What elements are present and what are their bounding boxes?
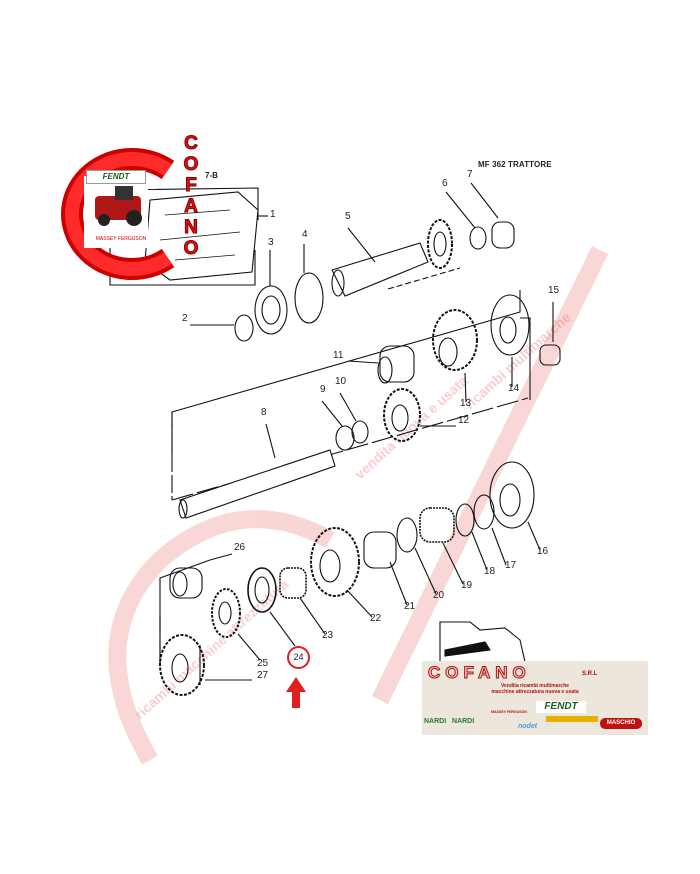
brand-maschio: MASCHIO	[600, 718, 642, 729]
callout-3[interactable]: 3	[268, 237, 274, 248]
fendt-badge: FENDT	[86, 170, 146, 184]
brand-massey-ferguson: MASSEY FERGUSON	[491, 710, 527, 714]
callout-6[interactable]: 6	[442, 178, 448, 189]
brand-yellow-logo	[546, 716, 598, 722]
highlighted-part-callout[interactable]: 24	[287, 646, 310, 669]
callout-21[interactable]: 21	[404, 601, 416, 612]
callout-7[interactable]: 7	[467, 169, 473, 180]
callout-9[interactable]: 9	[320, 384, 326, 395]
callout-23[interactable]: 23	[322, 630, 334, 641]
callout-8[interactable]: 8	[261, 407, 267, 418]
banner-title: COFANO	[428, 663, 531, 683]
brand-fendt: FENDT	[536, 701, 586, 713]
callout-13[interactable]: 13	[460, 398, 472, 409]
banner-suffix: S.R.L	[582, 671, 598, 677]
callout-25[interactable]: 25	[257, 658, 269, 669]
callout-15[interactable]: 15	[548, 285, 560, 296]
callout-26[interactable]: 26	[234, 542, 246, 553]
callout-19[interactable]: 19	[461, 580, 473, 591]
callout-4[interactable]: 4	[302, 229, 308, 240]
mf-badge: MASSEY FERGUSON	[94, 228, 148, 242]
callout-20[interactable]: 20	[433, 590, 445, 601]
watermark-icon	[108, 246, 609, 765]
callout-22[interactable]: 22	[370, 613, 382, 624]
callout-11[interactable]: 11	[333, 350, 344, 361]
cofano-vertical-logo-text: COFANO	[180, 133, 202, 260]
callout-1[interactable]: 1	[270, 209, 276, 220]
callout-14[interactable]: 14	[508, 383, 520, 394]
callout-18[interactable]: 18	[484, 566, 496, 577]
group-box-label: 7-B	[205, 171, 218, 180]
callout-2[interactable]: 2	[182, 313, 188, 324]
up-arrow-icon	[286, 677, 306, 708]
brand-nardi-1: NARDI	[424, 718, 447, 725]
callout-5[interactable]: 5	[345, 211, 351, 222]
banner-subtitle: Vendita ricambi multimarche macchine att…	[491, 683, 579, 695]
callout-16[interactable]: 16	[537, 546, 549, 557]
cofano-banner: COFANO S.R.L Vendita ricambi multimarche…	[422, 661, 648, 735]
svg-text:vendita nuova e usata: vendita nuova e usata	[351, 372, 471, 482]
diagram-title: MF 362 TRATTORE	[478, 160, 552, 169]
cofano-c-logo-icon	[61, 148, 175, 280]
callout-12[interactable]: 12	[458, 415, 470, 426]
callout-17[interactable]: 17	[505, 560, 517, 571]
brand-nodet: nodet	[518, 723, 538, 730]
brand-nardi-2: NARDI	[452, 718, 475, 725]
callout-27[interactable]: 27	[257, 670, 269, 681]
callout-10[interactable]: 10	[335, 376, 347, 387]
